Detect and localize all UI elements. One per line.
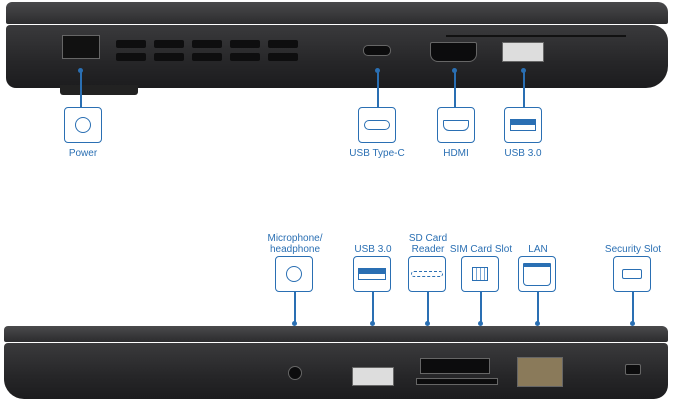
port-label: USB 3.0 (504, 148, 542, 159)
sim-card-icon (472, 267, 488, 281)
power-jack-icon (75, 117, 91, 133)
usb-a-box (353, 256, 391, 292)
usb-c-box (358, 107, 396, 143)
port-label: USB Type-C (349, 148, 405, 159)
usb-a-icon (358, 268, 386, 280)
audio-jack-box (275, 256, 313, 292)
sd-card-box (408, 256, 446, 292)
power-box (64, 107, 102, 143)
audio-jack-port (288, 366, 302, 380)
lock-slot-icon (622, 269, 642, 279)
port-label: Security Slot (604, 244, 662, 255)
ethernet-icon (523, 262, 551, 286)
power-port (62, 35, 100, 59)
port-label: Microphone/ headphone (267, 233, 323, 255)
sd-card-icon (411, 271, 443, 277)
usb-a-icon (510, 119, 536, 131)
usb-a-port (352, 367, 394, 386)
audio-jack-icon (286, 266, 302, 282)
hdmi-port (430, 42, 477, 62)
usb-c-icon (364, 120, 390, 130)
sd-card-port (420, 358, 490, 374)
security-slot-box (613, 256, 651, 292)
sim-card-port (416, 378, 498, 385)
port-label: SD Card Reader (408, 233, 448, 255)
security-slot (625, 364, 641, 375)
ethernet-box (518, 256, 556, 292)
port-label: SIM Card Slot (449, 244, 513, 255)
ethernet-port (517, 357, 563, 387)
port-label: LAN (528, 244, 548, 255)
port-label: USB 3.0 (354, 244, 392, 255)
usb-a-box (504, 107, 542, 143)
usb-a-port (502, 42, 544, 62)
sim-card-box (461, 256, 499, 292)
port-label: Power (68, 148, 98, 159)
hdmi-icon (443, 119, 469, 131)
port-label: HDMI (443, 148, 469, 159)
usb-c-port (363, 45, 391, 56)
hdmi-box (437, 107, 475, 143)
